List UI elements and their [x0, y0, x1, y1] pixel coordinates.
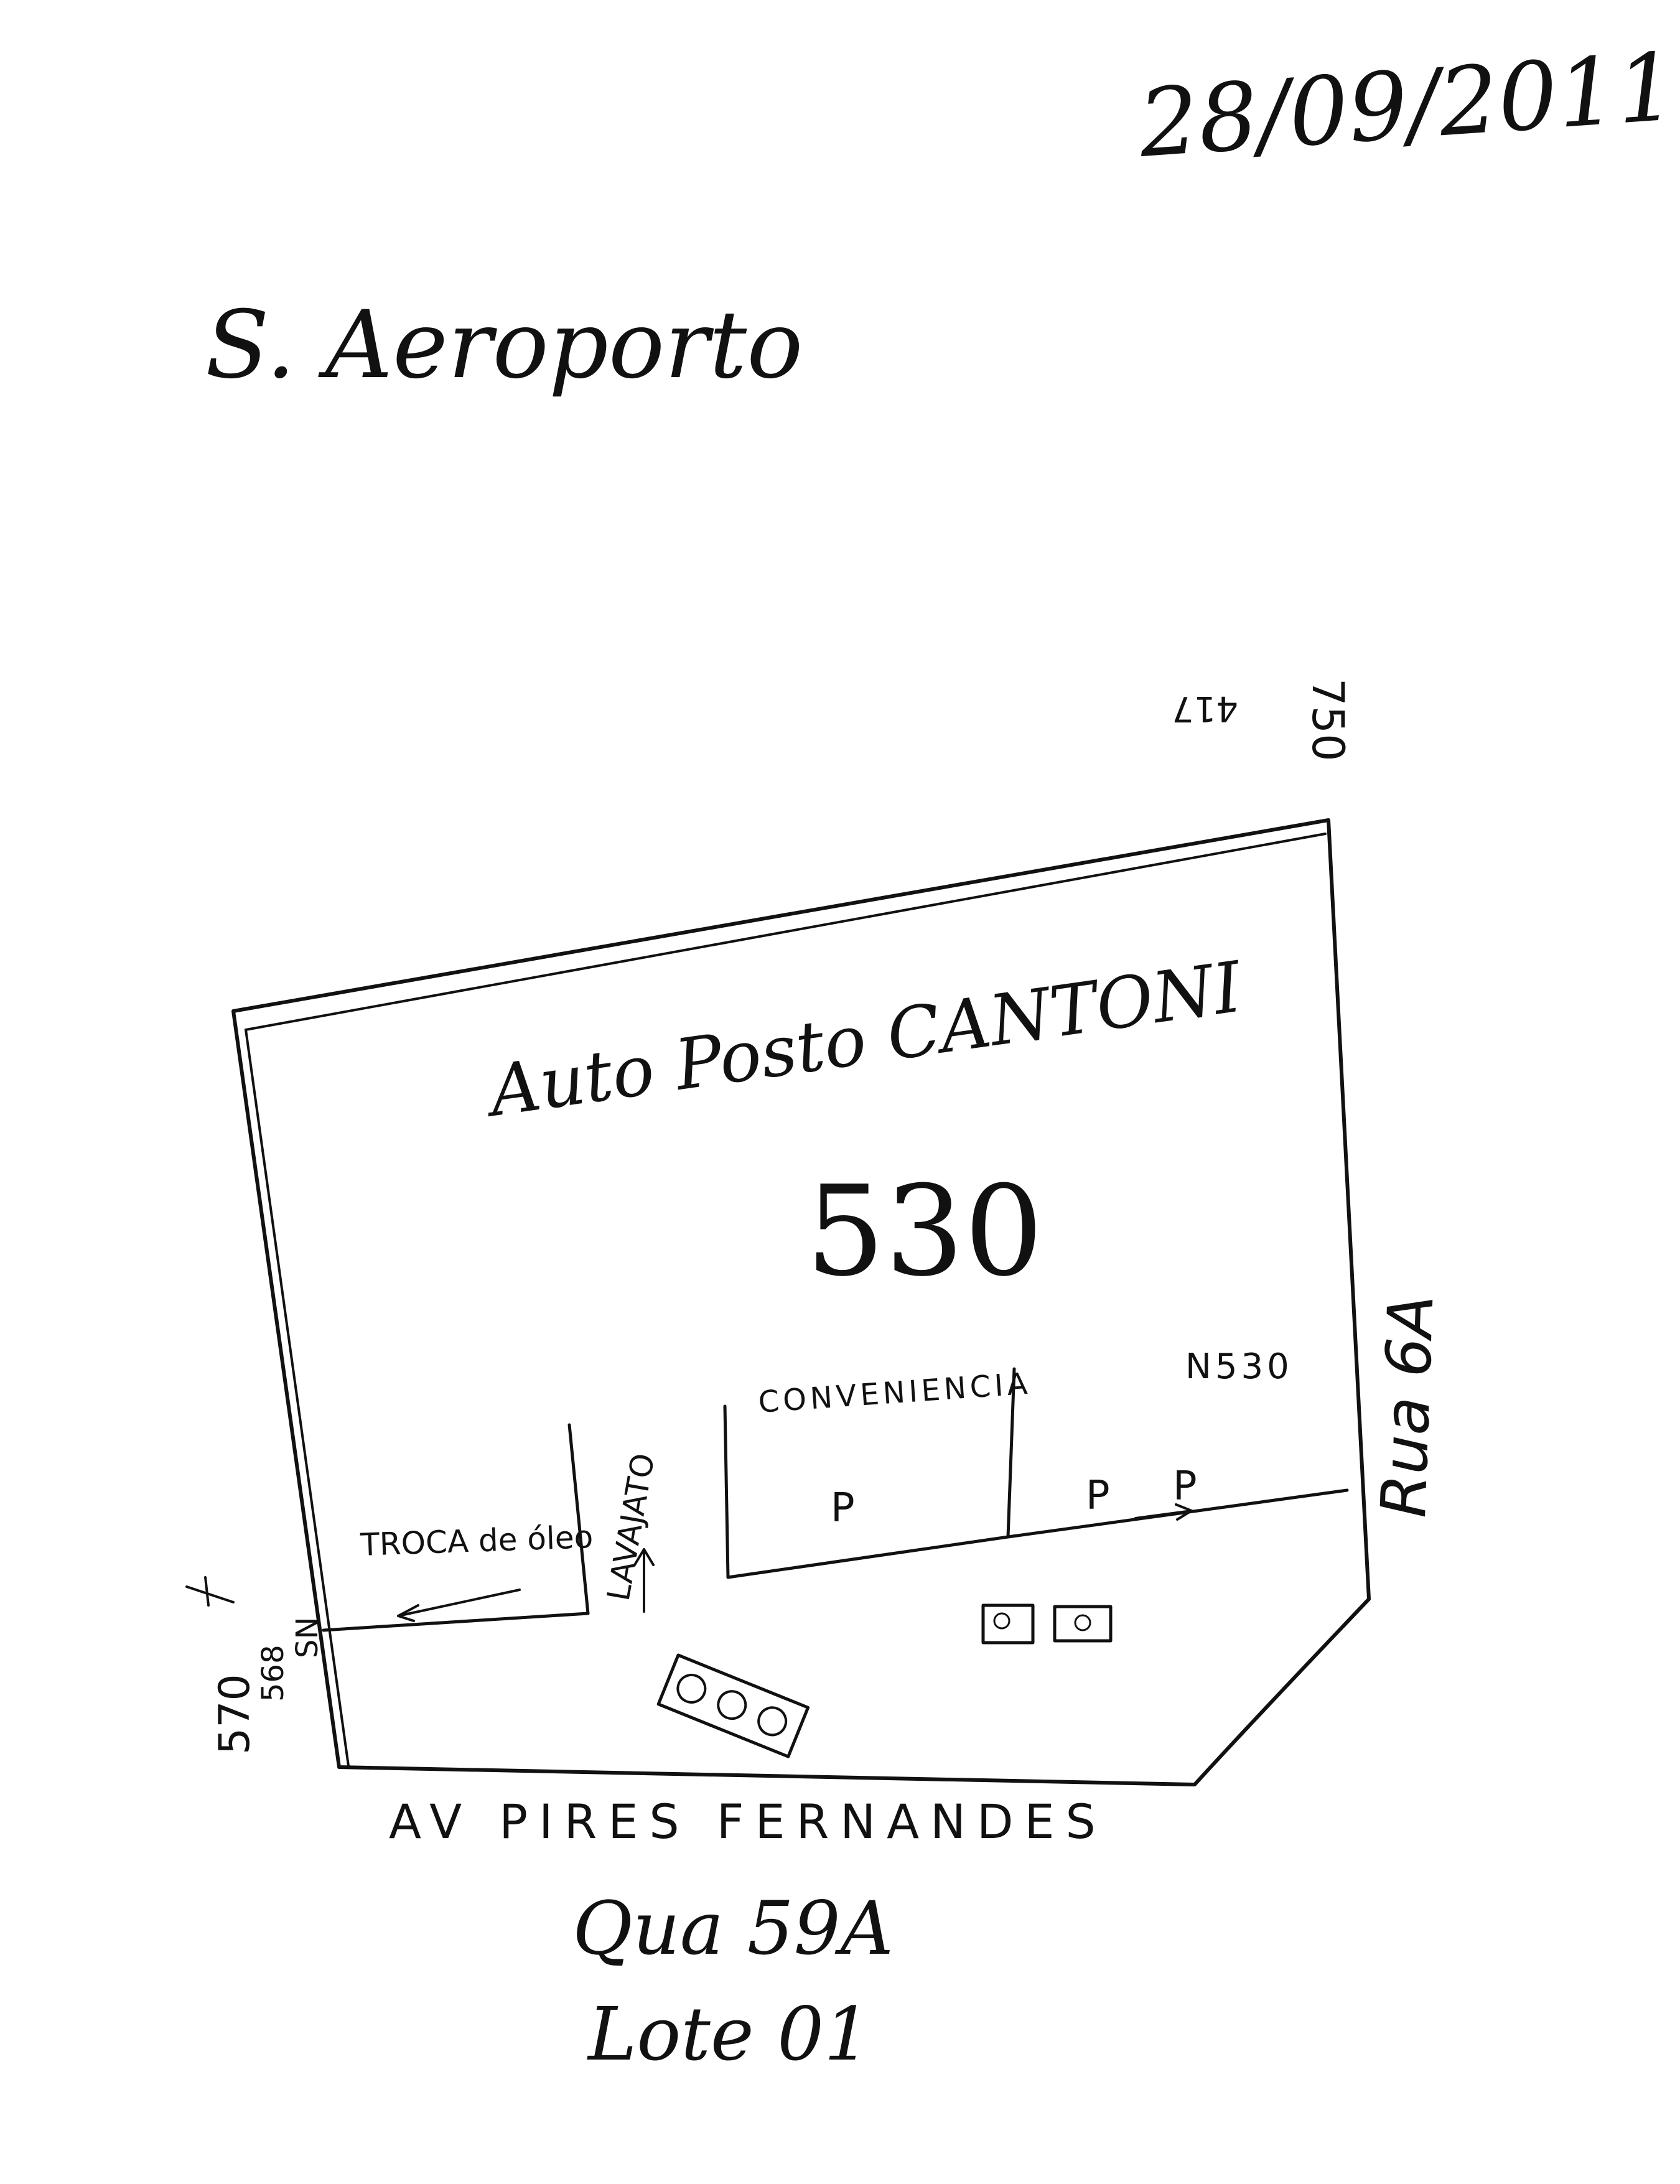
- main-avenue-label: AV PIRES FERNANDES: [389, 1794, 1107, 1849]
- neighbor-number-top-right-2: 750: [1302, 678, 1353, 762]
- store-divider: [1006, 1367, 1016, 1539]
- neighbor-number-left-2: 568: [256, 1645, 291, 1702]
- property-sketch-page: 28/09/2011 S. Aeroporto: [185, 33, 1680, 2077]
- lot-boundary-left-edge: [245, 1029, 350, 1767]
- lot-number-marker: N530: [1185, 1346, 1293, 1387]
- parking-label-3: P: [1173, 1463, 1197, 1510]
- lot-boundary: [231, 818, 1371, 1786]
- lot-diagram: TROCA de óleo LAVAJATO CONVENIENCIA P P …: [185, 678, 1447, 1786]
- lot-boundary-inner-edge: [245, 833, 1327, 1031]
- oil-change-label: TROCA de óleo: [359, 1519, 594, 1563]
- sector-name: S. Aeroporto: [205, 291, 803, 399]
- lot-label: Lote 01: [588, 1991, 871, 2077]
- block-label: Qua 59A: [572, 1885, 894, 1971]
- carwash-arrow: [633, 1548, 655, 1613]
- fuel-pump-island-rear: [981, 1603, 1113, 1645]
- oil-change-divider: [567, 1423, 590, 1615]
- neighbor-number-top-right-1: 417: [1172, 688, 1238, 729]
- service-line-left: [322, 1612, 590, 1632]
- carwash-divider: [723, 1404, 730, 1579]
- oil-change-arrow: [397, 1589, 521, 1622]
- parking-label-1: P: [831, 1485, 855, 1531]
- service-line-right: [726, 1488, 1349, 1579]
- neighbor-number-left-1: 570: [210, 1674, 259, 1755]
- carwash-label: LAVAJATO: [600, 1450, 662, 1603]
- fuel-pump-island-front: [656, 1653, 810, 1758]
- neighbor-tick: [185, 1576, 235, 1607]
- lot-number: 530: [806, 1159, 1043, 1304]
- store-label: CONVENIENCIA: [757, 1366, 1032, 1419]
- parking-arrow: [1134, 1503, 1193, 1521]
- neighbor-number-left-3: SN: [290, 1617, 325, 1658]
- side-street-label: Rua 6A: [1367, 1294, 1447, 1519]
- parking-label-2: P: [1086, 1473, 1110, 1519]
